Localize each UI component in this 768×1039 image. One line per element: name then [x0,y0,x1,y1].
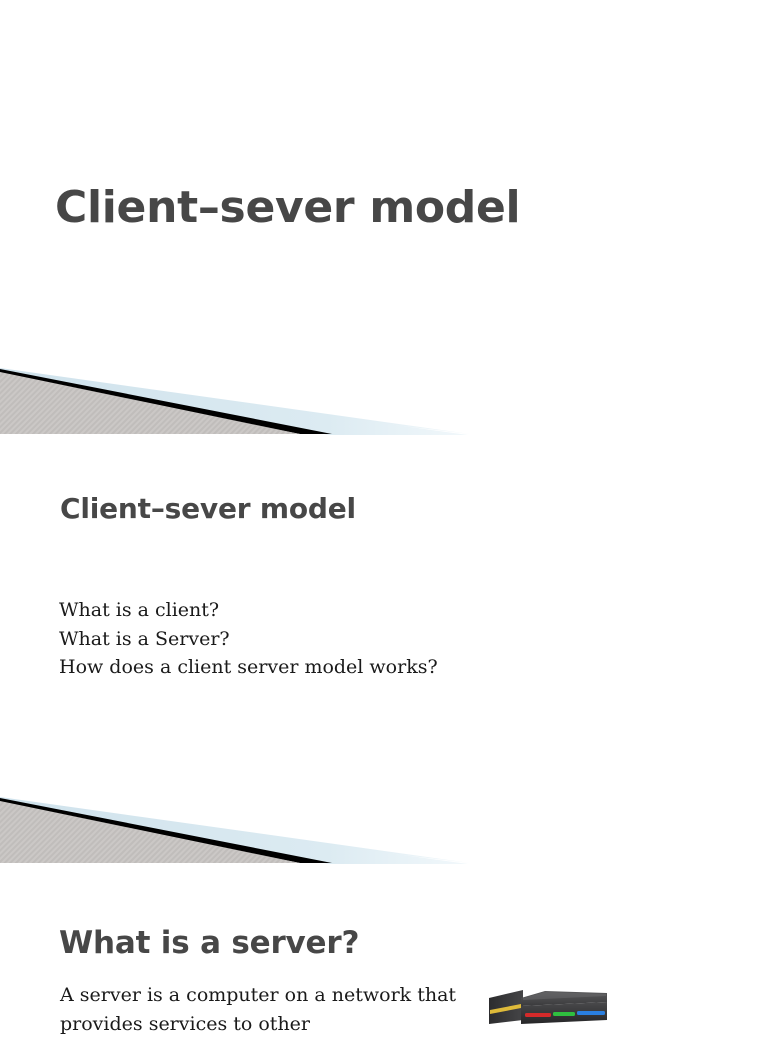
decorative-banner-middle [0,787,470,867]
slide2-body-line: What is a Server? [59,627,230,650]
slide2-heading: Client–sever model [60,492,356,525]
slide-title: Client–sever model [55,182,521,233]
server-rack-illustration [487,986,609,1024]
decorative-banner-top [0,358,470,438]
slide2-body: What is a client? What is a Server? How … [59,596,679,682]
slide3-body: A server is a computer on a network that… [60,984,457,1035]
slide2-body-line: How does a client server model works? [59,656,438,678]
slide2-body-line: What is a client? [59,599,220,621]
slide3-heading: What is a server? [59,925,360,961]
